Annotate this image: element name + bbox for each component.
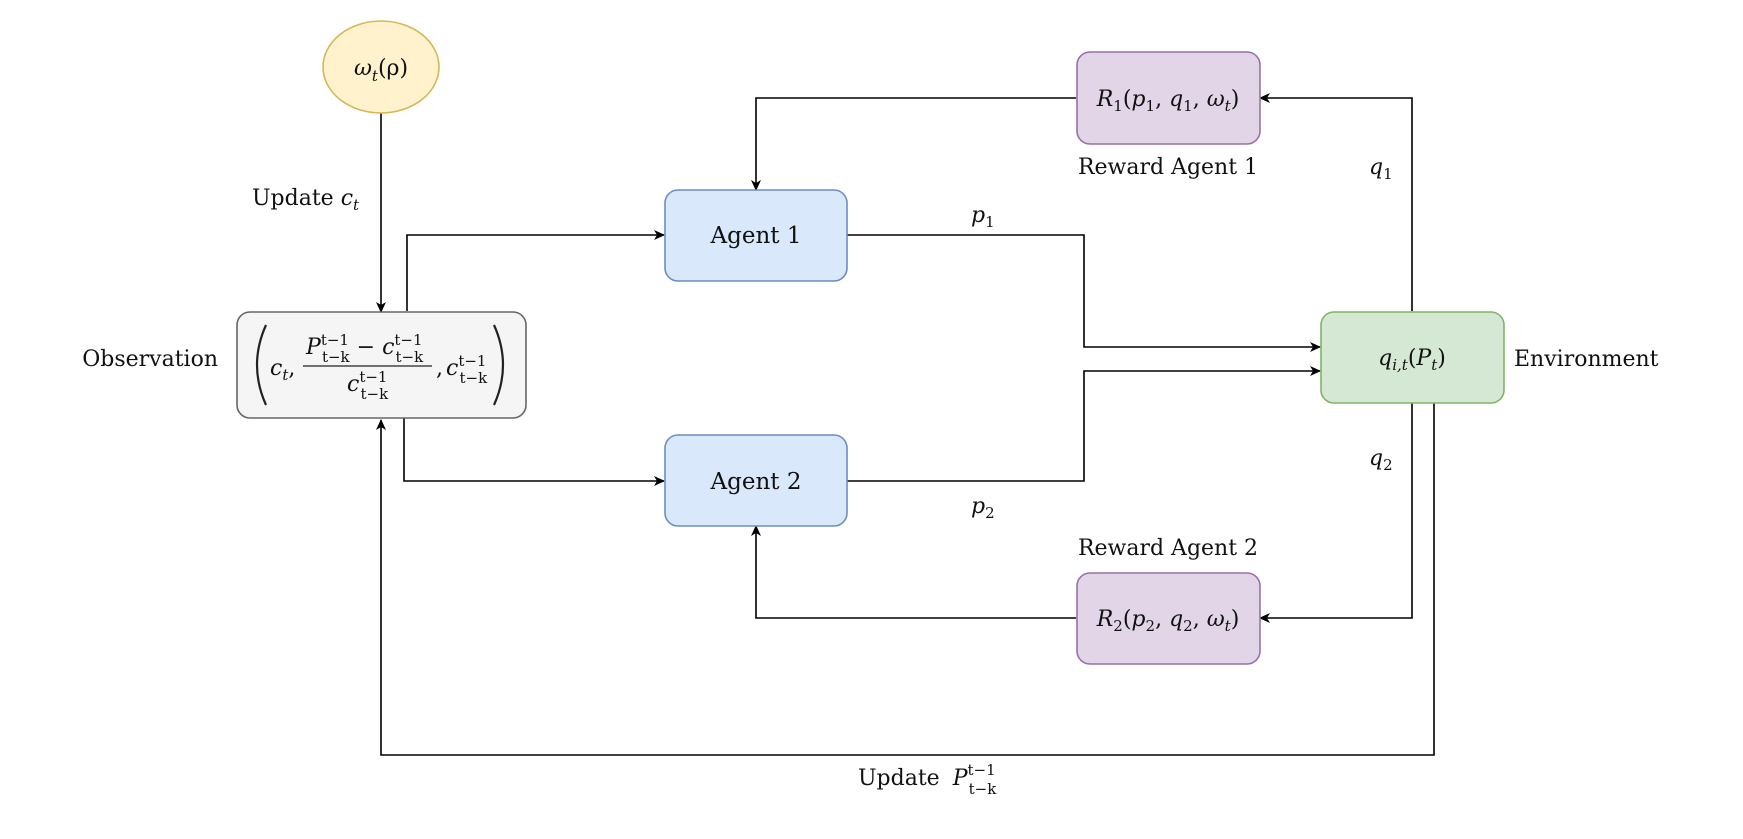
reward1-box [1076,51,1261,145]
observation-box [236,311,527,419]
agent2-node: Agent 2 [664,434,848,527]
agent1-box [664,189,848,282]
edge-environment-to-reward1 [1259,93,1413,311]
observation-right-paren [492,324,505,406]
agent2-label: Agent 2 [710,469,802,495]
observation-c-t: ct, [270,356,295,384]
edge-environment-to-reward2 [1259,403,1413,623]
environment-box [1320,311,1505,404]
reward-agent-2-caption: Reward Agent 2 [1078,536,1258,561]
edge-agent2-to-environment [847,366,1321,482]
edge-environment-to-observation [376,403,1435,756]
omega-label: ωt(ρ) [354,56,408,85]
agent1-label: Agent 1 [710,223,802,249]
p1-label: p1 [971,203,995,231]
environment-caption: Environment [1514,347,1659,372]
reward2-label: R2(p2, q2, ωt) [1096,607,1240,635]
update-c-label: Update ct [252,186,360,214]
edges [376,93,1435,756]
reward2-node: R2(p2, q2, ωt) [1076,572,1261,665]
reward1-label: R1(p1, q1, ωt) [1096,87,1240,115]
p2-label: p2 [971,494,995,522]
edge-observation-to-agent2 [403,417,665,486]
edge-reward1-to-agent1 [751,97,1076,191]
reward1-node: R1(p1, q1, ωt) [1076,51,1261,145]
q2-label: q2 [1369,446,1393,474]
environment-node: qi,t(Pt) [1320,311,1505,404]
omega-ellipse [322,20,440,114]
agent2-box [664,434,848,527]
edge-observation-to-agent1 [406,230,665,311]
omega-node: ωt(ρ) [322,20,440,114]
edge-reward2-to-agent2 [751,525,1076,619]
observation-caption: Observation [82,347,218,372]
agent1-node: Agent 1 [664,189,848,282]
observation-left-paren [255,324,268,406]
reward-agent-1-caption: Reward Agent 1 [1078,155,1258,180]
reward2-box [1076,572,1261,665]
edge-agent1-to-environment [847,234,1321,352]
q1-label: q1 [1369,155,1393,183]
environment-label: qi,t(Pt) [1378,346,1446,374]
